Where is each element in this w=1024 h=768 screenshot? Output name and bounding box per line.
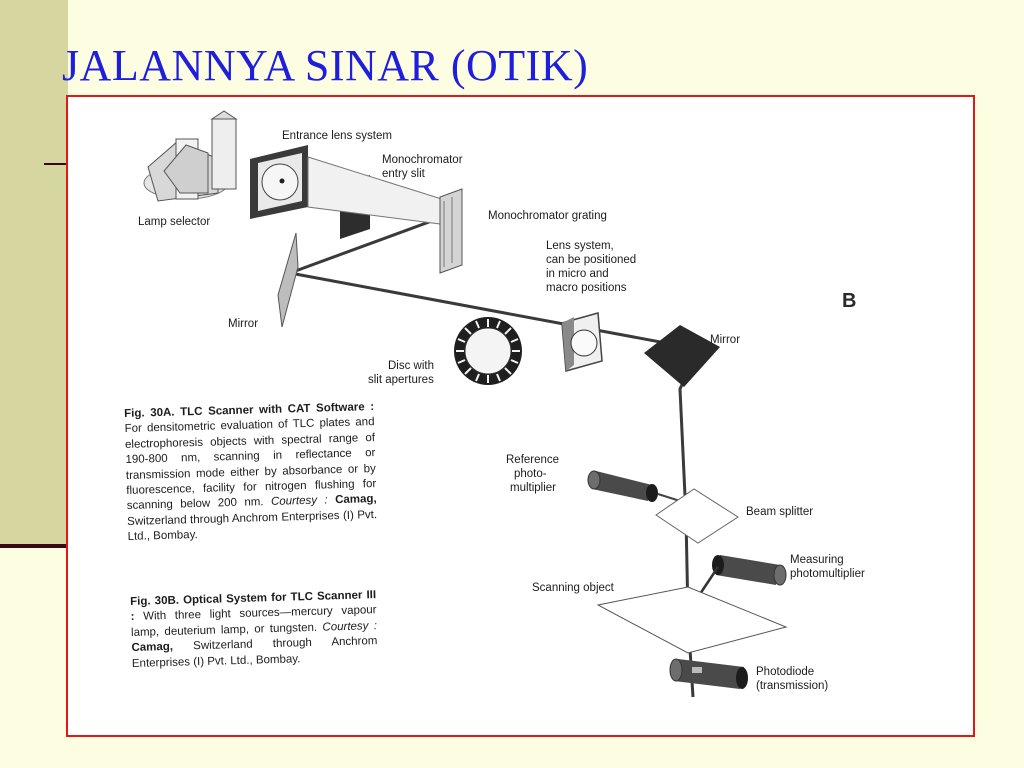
label-mirror-1: Mirror: [228, 318, 258, 330]
optical-system-diagram: Entrance lens system Monochromator entry…: [138, 110, 865, 698]
label-disc-1: Disc with: [388, 360, 434, 372]
label-mirror-2: Mirror: [710, 334, 740, 346]
caption-b-source: Camag,: [131, 641, 174, 655]
label-photodiode-1: Photodiode: [756, 666, 814, 678]
beam-splitter: [655, 488, 739, 544]
caption-a-courtesy: Courtesy :: [270, 494, 328, 509]
sidebar-rule: [0, 544, 68, 548]
scanning-object-plate: [596, 586, 788, 654]
slide-title: JALANNYA SINAR (OTIK): [62, 41, 589, 90]
label-scanning-object: Scanning object: [532, 582, 615, 594]
label-monochromator-1: Monochromator: [382, 154, 463, 166]
measuring-photomultiplier: [684, 555, 787, 616]
label-reference-2: photo-: [514, 468, 547, 480]
monochromator-grating: [307, 156, 463, 274]
panel-letter: B: [842, 290, 856, 312]
photodiode: [669, 658, 748, 689]
mirror-2: [644, 325, 720, 387]
label-entrance-lens: Entrance lens system: [282, 130, 392, 142]
label-monochromator-grating: Monochromator grating: [488, 210, 607, 222]
reference-photomultiplier: [587, 470, 681, 502]
caption-a-source: Camag,: [334, 493, 377, 507]
title-rule: [44, 163, 70, 165]
label-measuring-1: Measuring: [790, 554, 844, 566]
label-disc-2: slit apertures: [368, 374, 434, 386]
caption-fig-30b: Fig. 30B. Optical System for TLC Scanner…: [130, 588, 378, 672]
label-lens-system-3: in micro and: [546, 268, 609, 280]
label-beam-splitter: Beam splitter: [746, 506, 813, 518]
label-lens-system-4: macro positions: [546, 282, 627, 294]
label-reference-3: multiplier: [510, 482, 556, 494]
sidebar-band: [0, 0, 68, 548]
label-lamp-selector: Lamp selector: [138, 216, 210, 228]
caption-a-source-rest: Switzerland through Anchrom Enterprises …: [127, 508, 378, 544]
entrance-lens-system: [250, 145, 308, 219]
label-reference-1: Reference: [506, 454, 559, 466]
label-lens-system-2: can be positioned: [546, 254, 636, 266]
lamp-housing: [143, 110, 238, 202]
disc-with-slit-apertures: [454, 317, 522, 385]
caption-fig-30a: Fig. 30A. TLC Scanner with CAT Software …: [124, 400, 378, 546]
label-photodiode-2: (transmission): [756, 680, 828, 692]
label-lens-system-1: Lens system,: [546, 240, 614, 252]
mirror-1: [277, 232, 299, 328]
lens-system-box: [561, 312, 603, 372]
label-measuring-2: photomultiplier: [790, 568, 865, 580]
figure-frame: Entrance lens system Monochromator entry…: [66, 95, 975, 737]
caption-b-courtesy: Courtesy :: [322, 619, 378, 634]
label-monochromator-2: entry slit: [382, 168, 426, 180]
